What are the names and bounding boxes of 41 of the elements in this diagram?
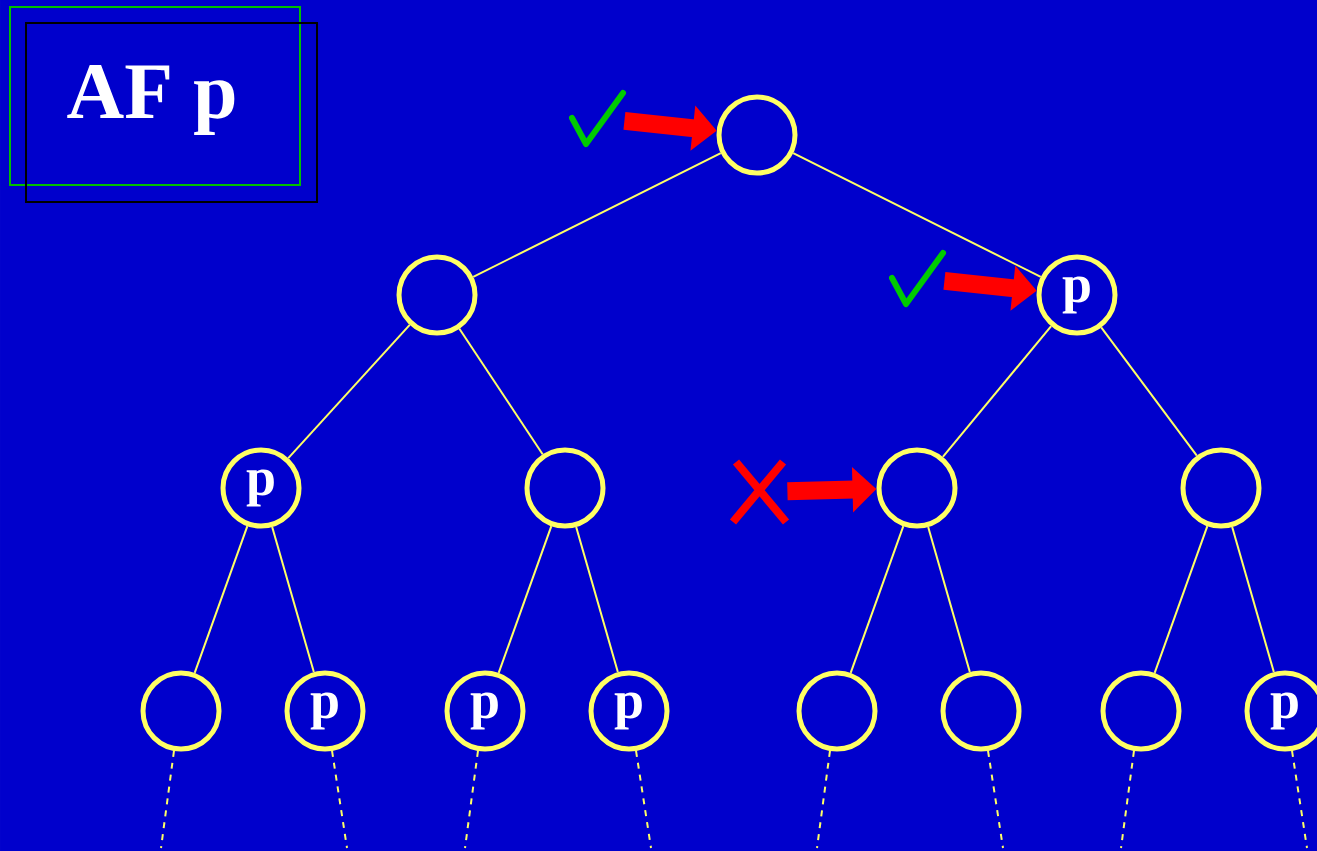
- check-mark-icon: [889, 250, 946, 307]
- dashed-line: [1120, 749, 1135, 849]
- tree-edge: [458, 327, 544, 456]
- dashed-line: [160, 749, 175, 849]
- tree-edge: [849, 525, 905, 674]
- tree-edge: [927, 525, 971, 674]
- tree-edge: [1100, 326, 1198, 457]
- tree-edge: [792, 152, 1042, 278]
- dashed-line: [1291, 749, 1308, 849]
- tree-edge: [941, 325, 1053, 458]
- tree-edge: [1153, 525, 1209, 674]
- tree-node: [876, 447, 958, 529]
- tree-edge: [575, 525, 619, 674]
- tree-node: p: [220, 447, 302, 529]
- tree-node: [140, 670, 222, 752]
- title-box: AF p: [9, 6, 318, 203]
- tree-edge: [497, 525, 553, 674]
- tree-edge: [287, 323, 411, 460]
- tree-edge: [271, 525, 315, 674]
- tree-node: [796, 670, 878, 752]
- tree-node: p: [1244, 670, 1317, 752]
- tree-node: p: [588, 670, 670, 752]
- tree-node: [940, 670, 1022, 752]
- check-mark-icon: [569, 90, 626, 147]
- dashed-line: [635, 749, 652, 849]
- tree-node: p: [444, 670, 526, 752]
- tree-edge: [472, 152, 722, 278]
- tree-node: p: [284, 670, 366, 752]
- cross-icon: [729, 458, 790, 526]
- dashed-line: [987, 749, 1004, 849]
- dashed-line: [816, 749, 831, 849]
- tree-node: [1100, 670, 1182, 752]
- tree-edge: [1231, 525, 1275, 674]
- tree-node: p: [1036, 254, 1118, 336]
- tree-node: [716, 94, 798, 176]
- tree-node: [396, 254, 478, 336]
- dashed-line: [331, 749, 348, 849]
- tree-node: [524, 447, 606, 529]
- dashed-line: [464, 749, 479, 849]
- tree-node: [1180, 447, 1262, 529]
- tree-edge: [193, 525, 249, 674]
